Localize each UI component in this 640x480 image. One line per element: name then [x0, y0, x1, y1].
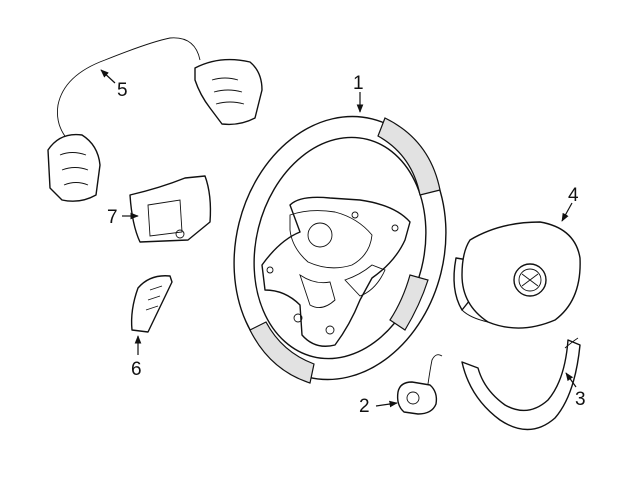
- callout-1: 1: [353, 73, 364, 94]
- callout-4: 4: [568, 185, 579, 206]
- trim-cover: [461, 337, 581, 431]
- callout-2: 2: [359, 396, 370, 417]
- switch-module: [129, 175, 212, 243]
- callout-3: 3: [575, 389, 586, 410]
- shift-paddle: [130, 275, 173, 333]
- switch-with-cable: [47, 37, 263, 202]
- steering-wheel: [233, 115, 447, 384]
- airbag-module: [453, 221, 581, 329]
- leader-3: [565, 372, 577, 388]
- callout-6: 6: [131, 359, 142, 380]
- callout-7: 7: [107, 207, 118, 228]
- leader-5: [100, 69, 116, 84]
- leader-2: [375, 400, 398, 408]
- callout-5: 5: [117, 80, 128, 101]
- leader-4: [561, 202, 573, 222]
- clock-spring: [396, 354, 443, 415]
